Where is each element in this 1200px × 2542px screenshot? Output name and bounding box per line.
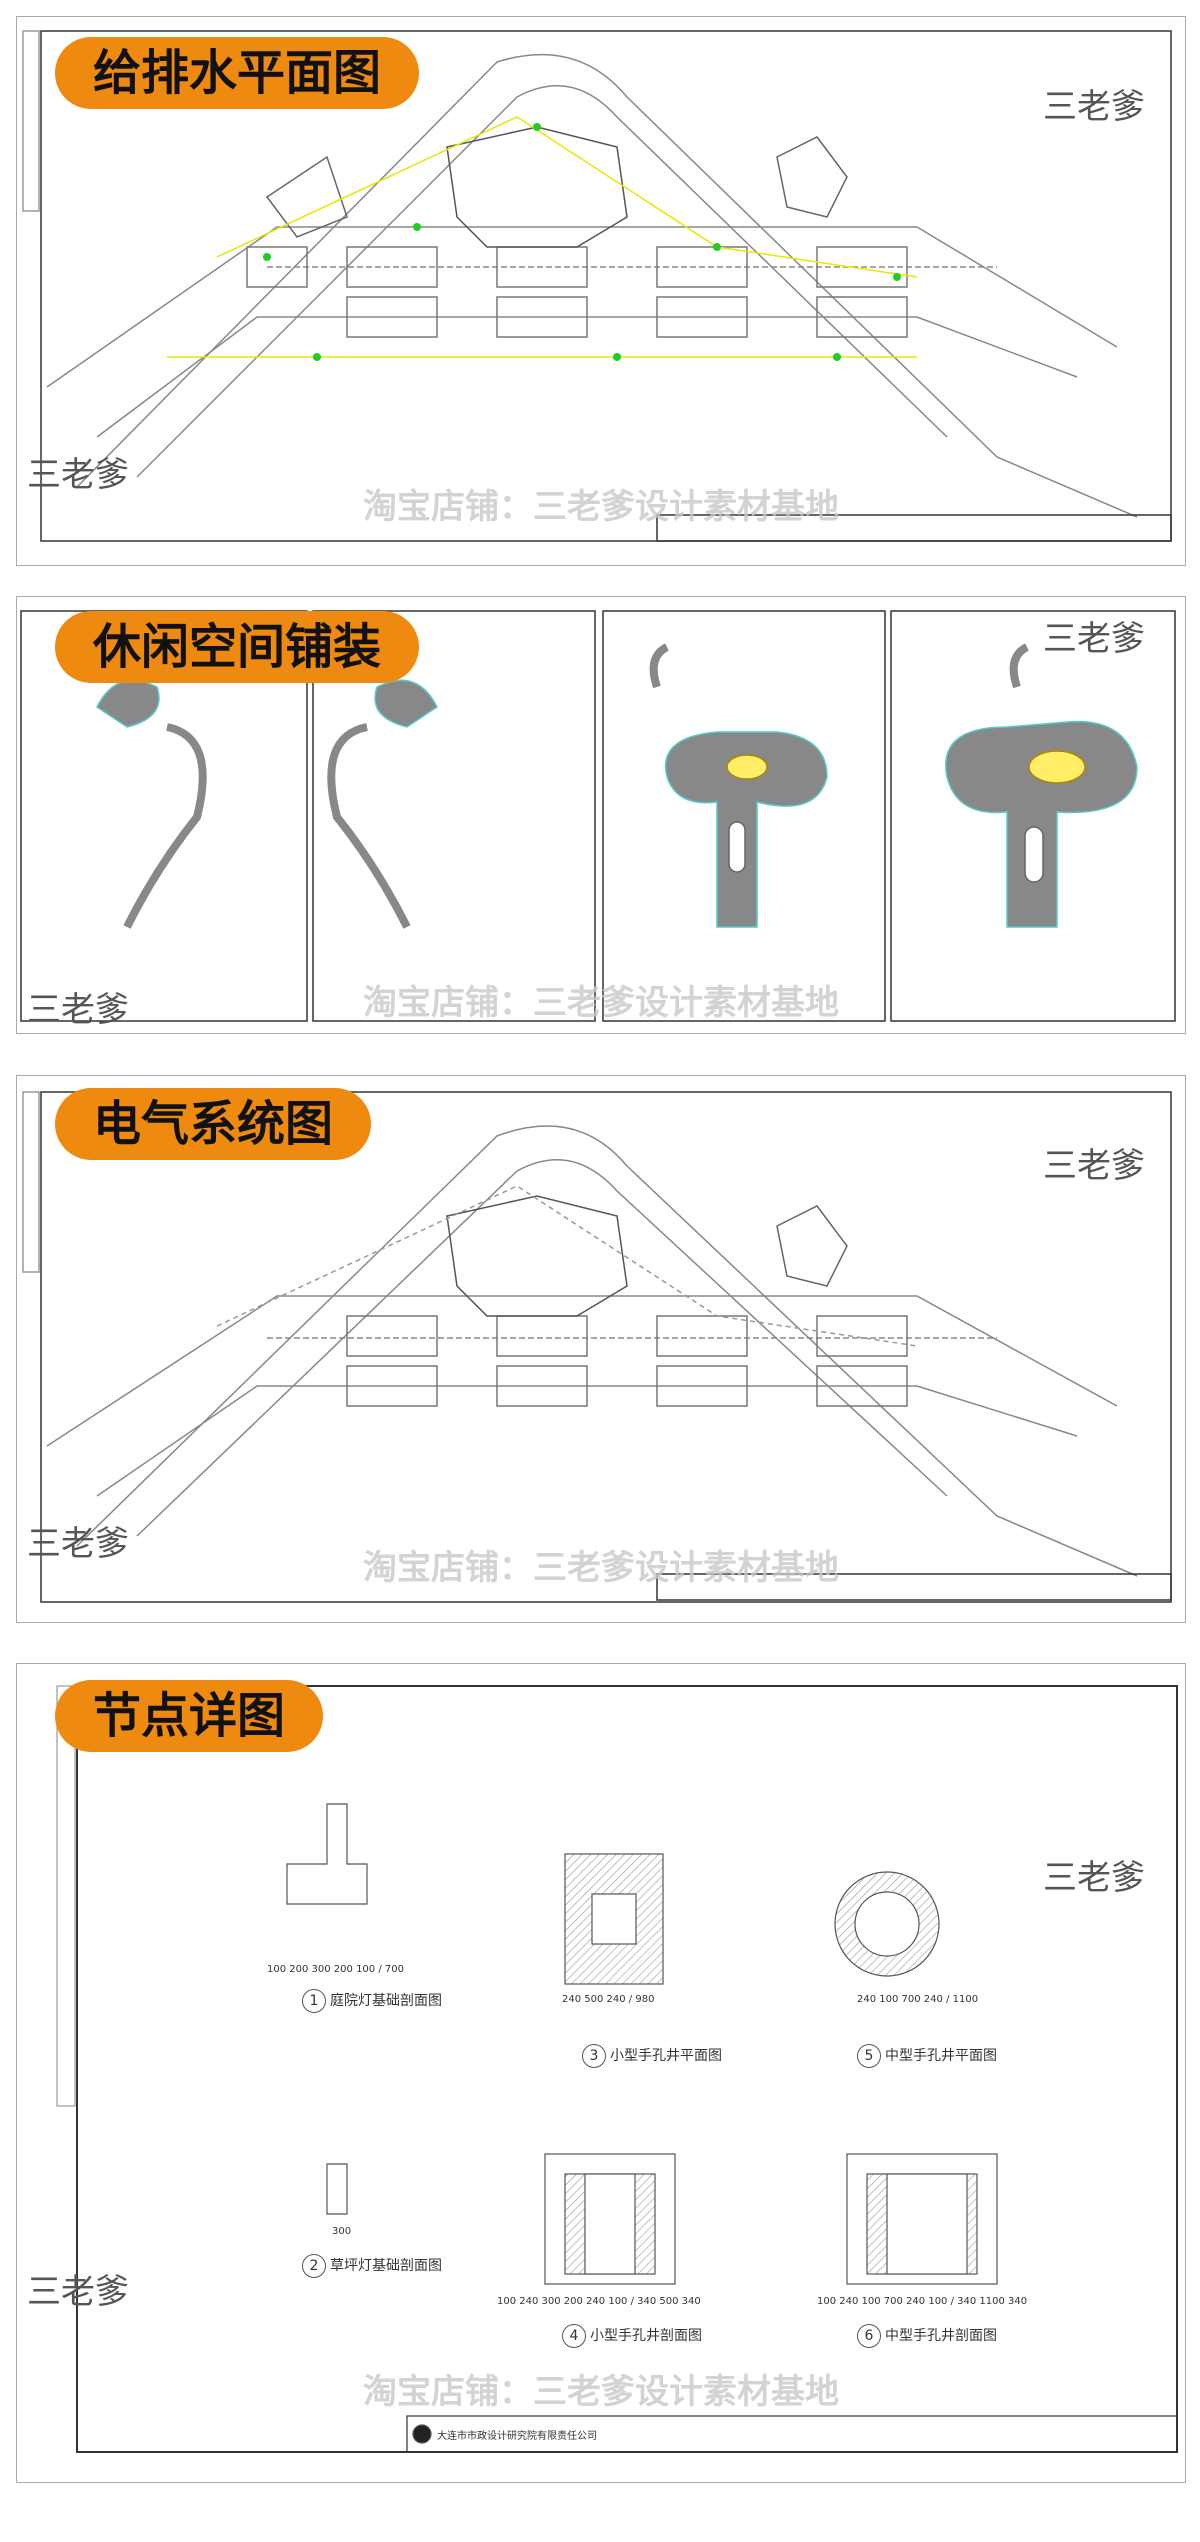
shop-watermark: 淘宝店铺：三老爹设计素材基地 (363, 983, 839, 1023)
panel-leisure-paving: 休闲空间铺装 三老爹 三老爹 淘宝店铺：三老爹设计素材基地 (16, 596, 1186, 1034)
watermark-corner: 三老爹 (1043, 1146, 1145, 1186)
detail-drawings (56, 1685, 1178, 2453)
panel-title-badge: 休闲空间铺装 (55, 611, 420, 683)
watermark-corner: 三老爹 (1043, 87, 1145, 127)
watermark-corner: 三老爹 (27, 990, 129, 1030)
detail-dims: 300 (332, 2226, 352, 2237)
watermark-corner: 三老爹 (27, 1524, 129, 1564)
shop-watermark: 淘宝店铺：三老爹设计素材基地 (363, 1548, 839, 1588)
panel-title-badge: 给排水平面图 (55, 37, 420, 109)
panel-electrical-system: 电气系统图 三老爹 三老爹 淘宝店铺：三老爹设计素材基地 (16, 1075, 1186, 1623)
title-block-company: 大连市市政设计研究院有限责任公司 (437, 2431, 597, 2442)
detail-dims: 100 240 300 200 240 100 / 340 500 340 (497, 2296, 701, 2307)
electrical-plan-drawing (22, 1091, 1172, 1603)
panel-water-supply-drainage: 给排水平面图 三老爹 三老爹 淘宝店铺：三老爹设计素材基地 (16, 16, 1186, 566)
shop-watermark: 淘宝店铺：三老爹设计素材基地 (363, 487, 839, 527)
detail-dims: 100 200 300 200 100 / 700 (267, 1964, 404, 1975)
watermark-corner: 三老爹 (1043, 1858, 1145, 1898)
watermark-corner: 三老爹 (1043, 619, 1145, 659)
site-plan-drawing (22, 30, 1172, 542)
watermark-corner: 三老爹 (27, 455, 129, 495)
panel-title-badge: 电气系统图 (55, 1088, 372, 1160)
paving-drawings (20, 610, 1176, 1022)
detail-dims: 240 500 240 / 980 (562, 1994, 655, 2005)
watermark-corner: 三老爹 (27, 2272, 129, 2312)
detail-dims: 100 240 100 700 240 100 / 340 1100 340 (817, 2296, 1028, 2307)
detail-dims: 240 100 700 240 / 1100 (857, 1994, 979, 2005)
shop-watermark: 淘宝店铺：三老爹设计素材基地 (363, 2372, 839, 2412)
panel-title-badge: 节点详图 (55, 1680, 324, 1752)
